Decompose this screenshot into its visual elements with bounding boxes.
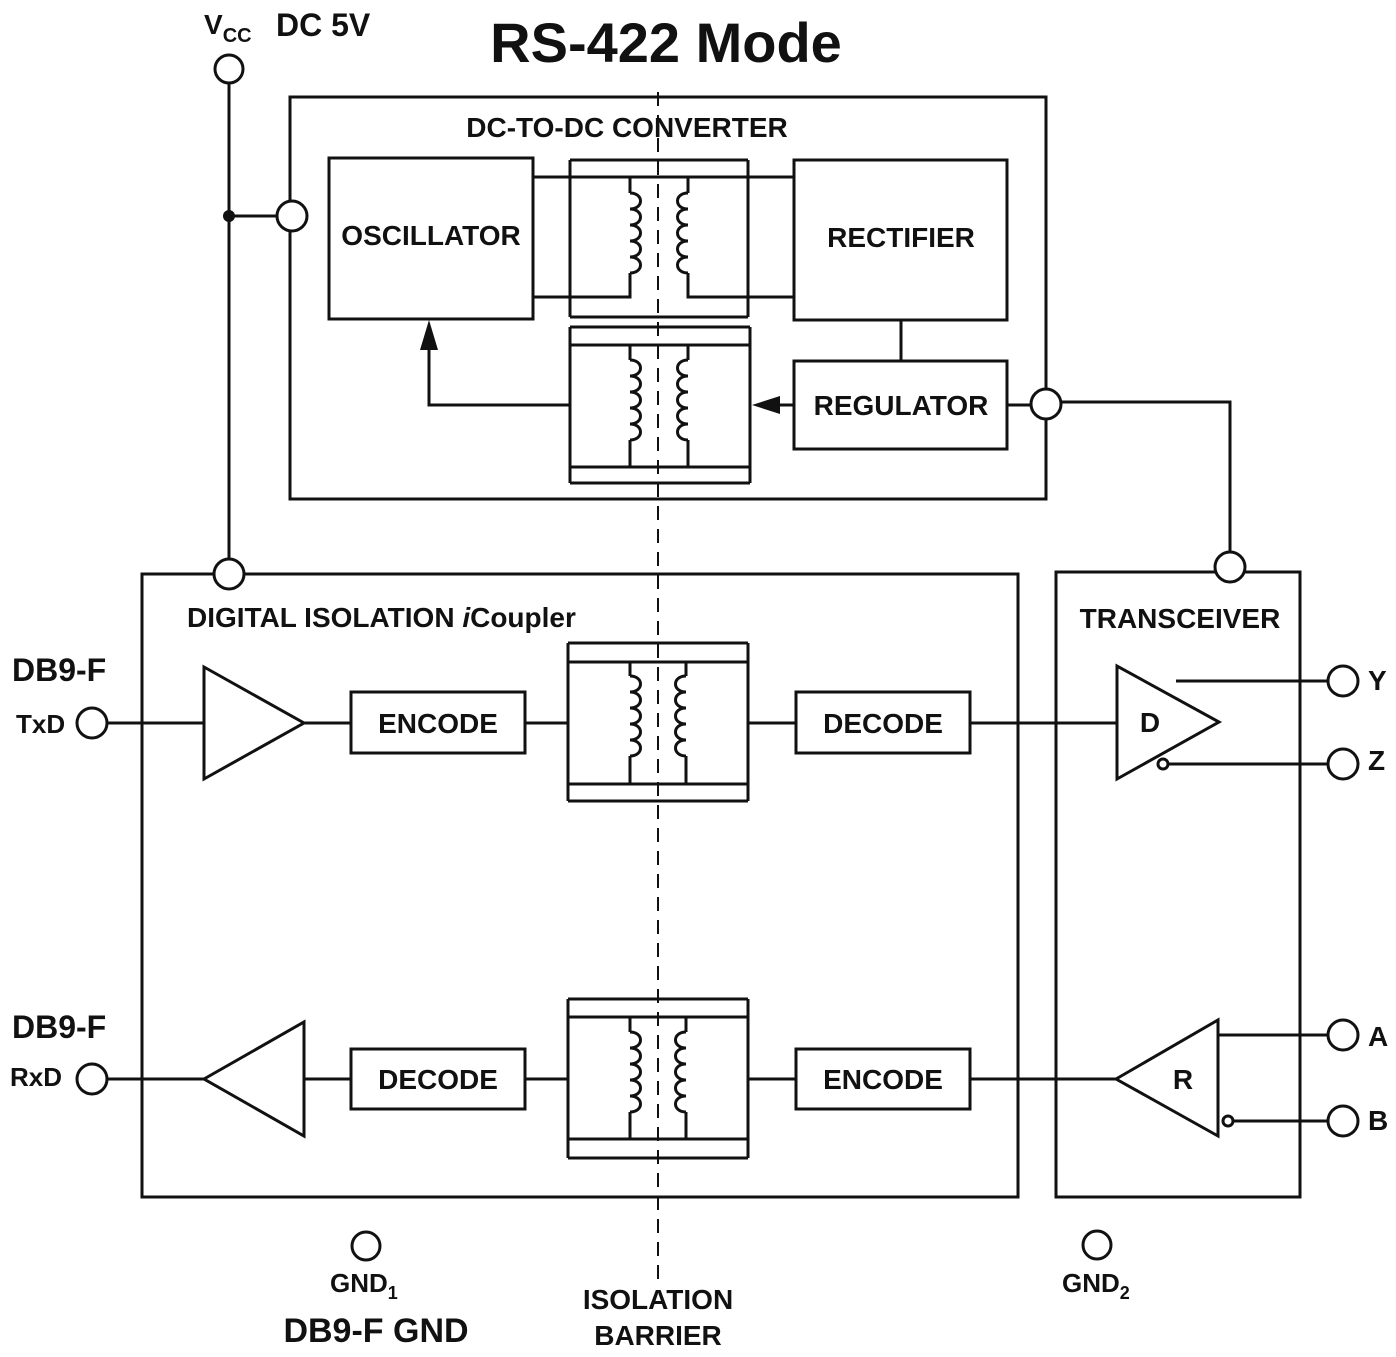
receiver-inverting-bubble <box>1221 1114 1235 1128</box>
vcc-pin <box>213 53 245 85</box>
rx-encode-label: ENCODE <box>823 1064 943 1095</box>
gnd2-label: GND2 <box>1062 1268 1130 1303</box>
isolation-barrier-label-line2: BARRIER <box>594 1320 722 1351</box>
gnd2-pin <box>1081 1229 1113 1261</box>
receiver-label: R <box>1173 1064 1193 1095</box>
tx-pin-label: TxD <box>16 709 65 739</box>
rectifier-label: RECTIFIER <box>827 222 975 253</box>
oscillator-block <box>327 156 535 321</box>
tx-connector-label: DB9-F <box>12 652 106 688</box>
tx-icoupler-transformer <box>566 641 750 803</box>
power-transformer <box>533 158 794 319</box>
transceiver-vdd-pin <box>1213 550 1247 584</box>
tx-input-buffer <box>202 664 308 782</box>
oscillator-feedback-wire <box>427 342 570 407</box>
pin-z <box>1326 747 1360 781</box>
tx-encode-block <box>349 690 527 755</box>
oscillator-label: OSCILLATOR <box>341 220 520 251</box>
driver-inverting-bubble <box>1156 757 1170 771</box>
rx-connector-label: DB9-F <box>12 1009 106 1045</box>
vcc-label: VCC <box>204 9 252 47</box>
txd-pin <box>75 706 109 740</box>
vcc-value-label: DC 5V <box>276 7 371 43</box>
regulator-label: REGULATOR <box>814 390 989 421</box>
isolator-vdd-pin <box>212 557 246 591</box>
feedback-arrowhead <box>752 396 780 414</box>
driver-label: D <box>1140 707 1160 738</box>
oscillator-arrowhead <box>420 320 438 350</box>
rx-pin-label: RxD <box>10 1062 62 1092</box>
diagram-title: RS-422 Mode <box>490 11 842 74</box>
digital-isolation-label: DIGITAL ISOLATION iCoupler <box>187 602 576 633</box>
gnd1-pin <box>350 1230 382 1262</box>
rxd-pin <box>75 1062 109 1096</box>
transceiver-label: TRANSCEIVER <box>1080 603 1281 634</box>
tx-encode-label: ENCODE <box>378 708 498 739</box>
pin-z-label: Z <box>1368 745 1385 776</box>
rs422-driver <box>1115 663 1223 782</box>
dc-dc-converter-label: DC-TO-DC CONVERTER <box>466 112 787 143</box>
vout-to-transceiver-wire <box>1061 400 1232 552</box>
converter-vin-pin <box>275 199 309 233</box>
pin-a-label: A <box>1368 1021 1388 1052</box>
gnd1-label: GND1 <box>330 1268 398 1303</box>
rs422-receiver <box>1112 1017 1220 1139</box>
rx-encode-block <box>794 1047 972 1111</box>
pin-a <box>1326 1018 1360 1052</box>
rx-decode-label: DECODE <box>378 1064 498 1095</box>
converter-vout-pin <box>1029 387 1063 421</box>
isolation-barrier-label-line1: ISOLATION <box>583 1284 733 1315</box>
pin-y-label: Y <box>1368 665 1387 696</box>
tx-decode-label: DECODE <box>823 708 943 739</box>
pin-b <box>1326 1104 1360 1138</box>
pin-b-label: B <box>1368 1105 1388 1136</box>
feedback-transformer <box>568 325 752 485</box>
gnd1-caption: DB9-F GND <box>283 1312 468 1350</box>
tx-decode-block <box>794 690 972 755</box>
pin-y <box>1326 664 1360 698</box>
